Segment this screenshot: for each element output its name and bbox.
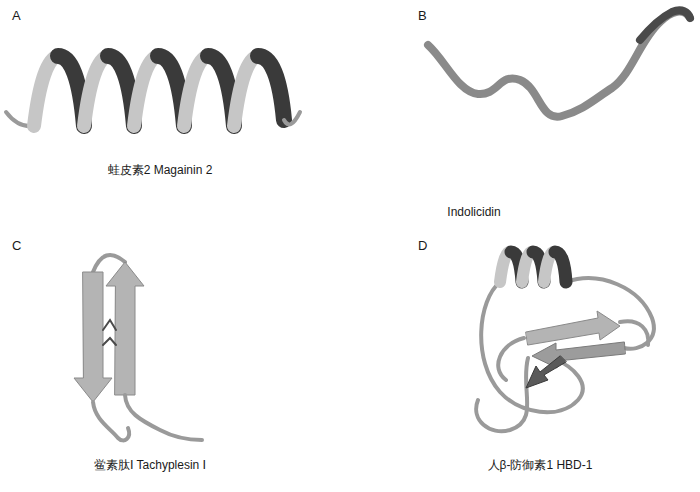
peptide-caption: Indolicidin	[447, 205, 500, 219]
panel-letter: A	[12, 8, 21, 24]
peptide-caption: 人β-防御素1 HBD-1	[488, 458, 593, 472]
peptide-caption: 蛙皮素2 Magainin 2	[108, 163, 213, 177]
coil-tube	[428, 10, 690, 116]
helix-ribbon	[6, 56, 300, 126]
beta-hairpin	[74, 255, 202, 440]
panel-letter: B	[418, 8, 427, 24]
peptide-caption: 鲎素肽Ⅰ Tachyplesin Ⅰ	[94, 458, 206, 472]
panel-letter: D	[418, 238, 427, 254]
panel-letter: C	[12, 238, 21, 254]
defensin-fold	[476, 252, 654, 431]
